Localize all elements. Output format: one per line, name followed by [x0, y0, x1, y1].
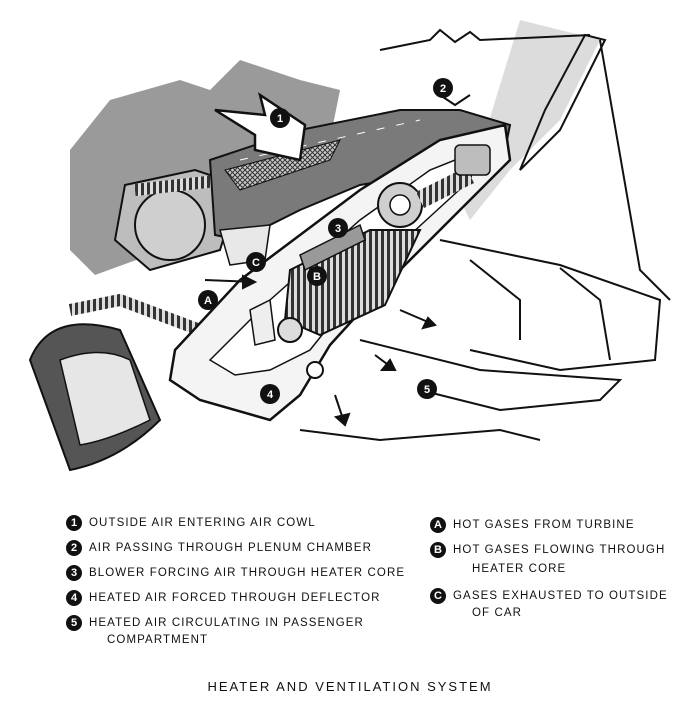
legend-text-4: HEATED AIR FORCED THROUGH DEFLECTOR	[89, 592, 381, 604]
callout-4: 4	[260, 384, 280, 404]
marker-a: A	[430, 517, 446, 533]
callout-c: C	[246, 252, 266, 272]
svg-text:5: 5	[424, 384, 430, 396]
legend-text-a: HOT GASES FROM TURBINE	[453, 519, 635, 531]
callout-1: 1	[270, 108, 290, 128]
legend-item-a: A HOT GASES FROM TURBINE	[430, 517, 635, 533]
svg-text:3: 3	[335, 223, 341, 235]
legend-item-5: 5 HEATED AIR CIRCULATING IN PASSENGER	[66, 615, 364, 631]
svg-text:1: 1	[277, 113, 283, 125]
svg-text:B: B	[313, 271, 321, 283]
heater-ventilation-illustration: 1 2 3 4 5 A B C	[28, 20, 671, 472]
legend-text-2: AIR PASSING THROUGH PLENUM CHAMBER	[89, 542, 372, 554]
svg-text:A: A	[204, 295, 212, 307]
marker-c: C	[430, 588, 446, 604]
legend-text-3: BLOWER FORCING AIR THROUGH HEATER CORE	[89, 567, 406, 579]
callout-3: 3	[328, 218, 348, 238]
windshield-pillar	[379, 28, 671, 301]
legend-text-5: HEATED AIR CIRCULATING IN PASSENGER	[89, 617, 364, 629]
legend-text-b: HOT GASES FLOWING THROUGH	[453, 544, 666, 556]
marker-5: 5	[66, 615, 82, 631]
legend-text-1: OUTSIDE AIR ENTERING AIR COWL	[89, 517, 316, 529]
legend-item-4: 4 HEATED AIR FORCED THROUGH DEFLECTOR	[66, 590, 381, 606]
callout-a: A	[198, 290, 218, 310]
figure-caption: HEATER AND VENTILATION SYSTEM	[207, 679, 493, 694]
legend-text-b-cont: HEATER CORE	[472, 563, 567, 575]
legend-text-c-cont: OF CAR	[472, 607, 523, 619]
legend-text-c: GASES EXHAUSTED TO OUTSIDE	[453, 590, 668, 602]
svg-text:4: 4	[267, 389, 274, 401]
marker-b: B	[430, 542, 446, 558]
callout-b: B	[307, 266, 327, 286]
marker-2: 2	[66, 540, 82, 556]
callout-5: 5	[417, 379, 437, 399]
svg-text:2: 2	[440, 83, 446, 95]
legend-item-3: 3 BLOWER FORCING AIR THROUGH HEATER CORE	[66, 565, 405, 581]
body-panels	[299, 239, 662, 442]
callout-2: 2	[433, 78, 453, 98]
legend-item-c: C GASES EXHAUSTED TO OUTSIDE	[430, 588, 668, 604]
turbine-housing	[28, 168, 242, 472]
marker-4: 4	[66, 590, 82, 606]
legend-item-2: 2 AIR PASSING THROUGH PLENUM CHAMBER	[66, 540, 372, 556]
legend-item-1: 1 OUTSIDE AIR ENTERING AIR COWL	[66, 515, 316, 531]
marker-1: 1	[66, 515, 82, 531]
marker-3: 3	[66, 565, 82, 581]
legend-item-b: B HOT GASES FLOWING THROUGH	[430, 542, 665, 558]
flow-arrows	[204, 94, 471, 427]
blower-fan	[377, 144, 491, 228]
legend-text-5-cont: COMPARTMENT	[107, 634, 209, 646]
deflector-valve	[249, 298, 324, 379]
svg-text:C: C	[252, 257, 260, 269]
